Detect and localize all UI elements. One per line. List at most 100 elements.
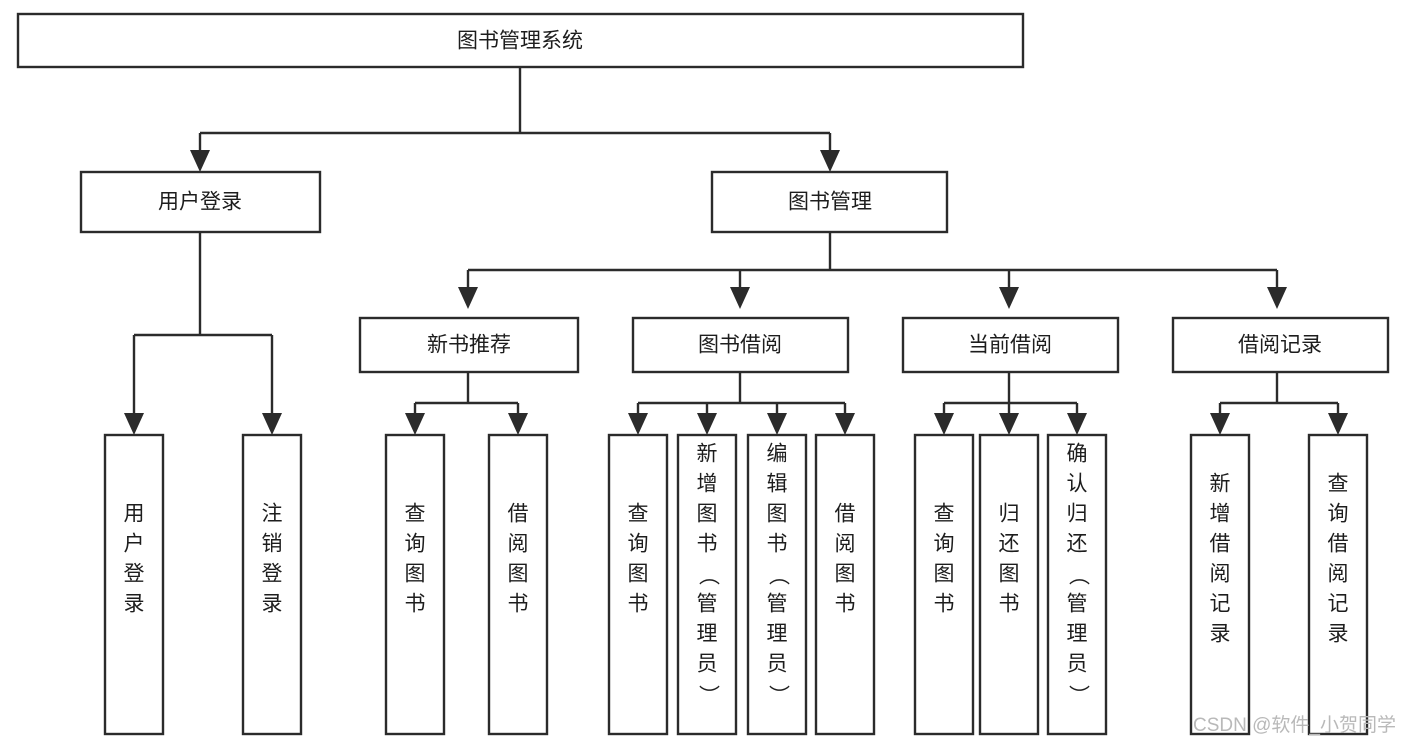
node-label-char: ） bbox=[766, 685, 789, 706]
node-label-char: 编 bbox=[767, 443, 788, 466]
node-label-char: 图 bbox=[934, 563, 955, 586]
node-label-char: 阅 bbox=[508, 533, 529, 556]
node-new-book-recommend[interactable]: 新书推荐 bbox=[358, 316, 580, 374]
node-label-char: 理 bbox=[1067, 623, 1088, 646]
node-label: 图书管理 bbox=[788, 191, 872, 214]
arrow-icon-currentborrow-leaf-3 bbox=[1067, 413, 1087, 435]
node-label-char: 阅 bbox=[1328, 563, 1349, 586]
node-box bbox=[913, 433, 975, 736]
node-box bbox=[676, 433, 738, 736]
arrow-icon-currentborrow-leaf-2 bbox=[999, 413, 1019, 435]
node-book-management[interactable]: 图书管理 bbox=[710, 170, 949, 234]
node-current-borrow[interactable]: 当前借阅 bbox=[901, 316, 1120, 374]
node-label-char: ） bbox=[1066, 685, 1089, 706]
arrow-icon-bookborrow-leaf-2 bbox=[697, 413, 717, 435]
arrow-icon-bookborrow-leaf-4 bbox=[835, 413, 855, 435]
node-label-char: 增 bbox=[1210, 503, 1231, 526]
node-label-char: 询 bbox=[934, 533, 955, 556]
node-label-char: 图 bbox=[999, 563, 1020, 586]
node-label-vertical: 用户登录 bbox=[124, 503, 145, 616]
arrow-icon-borrowrecord-leaf-1 bbox=[1210, 413, 1230, 435]
node-box bbox=[1171, 316, 1390, 374]
arrow-icon-borrowrecord-leaf-2 bbox=[1328, 413, 1348, 435]
arrow-icon-newbook-leaf-1 bbox=[405, 413, 425, 435]
node-label-char: 员 bbox=[1067, 653, 1088, 676]
node-label-char: 销 bbox=[262, 533, 283, 556]
node-label-char: 录 bbox=[1210, 623, 1231, 646]
node-label-char: 员 bbox=[767, 653, 788, 676]
arrow-icon-currentborrow-leaf-1 bbox=[934, 413, 954, 435]
node-label-char: 认 bbox=[1067, 473, 1088, 496]
node-label-char: 书 bbox=[628, 593, 649, 616]
node-box bbox=[79, 170, 322, 234]
node-label-char: 管 bbox=[767, 593, 788, 616]
node-label-char: 查 bbox=[1328, 473, 1349, 496]
arrow-icon-to-user-login bbox=[190, 150, 210, 172]
arrow-icon-to-leaf-user-login bbox=[124, 413, 144, 435]
node-box bbox=[710, 170, 949, 234]
node-label-char: （ bbox=[766, 565, 789, 586]
node-label-char: 辑 bbox=[767, 473, 788, 496]
node-box bbox=[384, 433, 446, 736]
node-label: 图书管理系统 bbox=[457, 30, 583, 53]
node-label: 借阅记录 bbox=[1238, 334, 1322, 357]
node-root-book-management-system[interactable]: 图书管理系统 bbox=[16, 12, 1025, 69]
node-label-char: 图 bbox=[628, 563, 649, 586]
node-label-char: 员 bbox=[697, 653, 718, 676]
arrow-icon-newbook-leaf-2 bbox=[508, 413, 528, 435]
node-label-char: 还 bbox=[999, 533, 1020, 556]
arrow-icon-to-new-book-recommend bbox=[458, 287, 478, 309]
node-label-char: 登 bbox=[124, 563, 145, 586]
node-label-char: 图 bbox=[835, 563, 856, 586]
node-label-char: 查 bbox=[405, 503, 426, 526]
node-user-login[interactable]: 用户登录 bbox=[79, 170, 322, 234]
node-box bbox=[1189, 433, 1251, 736]
node-label-char: ） bbox=[696, 685, 719, 706]
node-label-char: 增 bbox=[697, 473, 718, 496]
node-label-char: 户 bbox=[124, 533, 145, 556]
arrow-icon-bookborrow-leaf-3 bbox=[767, 413, 787, 435]
node-label-char: 还 bbox=[1067, 533, 1088, 556]
node-label-char: 书 bbox=[999, 593, 1020, 616]
node-label-char: 借 bbox=[835, 503, 856, 526]
node-box bbox=[901, 316, 1120, 374]
node-label-char: 图 bbox=[767, 503, 788, 526]
node-box bbox=[746, 433, 808, 736]
node-box bbox=[978, 433, 1040, 736]
node-borrow-record[interactable]: 借阅记录 bbox=[1171, 316, 1390, 374]
node-label-char: 询 bbox=[628, 533, 649, 556]
connector-layer bbox=[132, 67, 1340, 413]
node-leaf-user-login[interactable]: 用户登录 bbox=[103, 433, 165, 736]
node-label-char: 书 bbox=[508, 593, 529, 616]
node-label-char: 记 bbox=[1328, 593, 1349, 616]
node-box bbox=[631, 316, 850, 374]
arrow-icon-to-current-borrow bbox=[999, 287, 1019, 309]
node-box bbox=[1046, 433, 1108, 736]
arrow-icon-to-book-manage bbox=[820, 150, 840, 172]
arrow-icon-bookborrow-leaf-1 bbox=[628, 413, 648, 435]
node-label-char: 理 bbox=[767, 623, 788, 646]
node-label-char: 阅 bbox=[1210, 563, 1231, 586]
node-label-char: 书 bbox=[835, 593, 856, 616]
node-book-borrow[interactable]: 图书借阅 bbox=[631, 316, 850, 374]
node-label-char: 新 bbox=[1210, 473, 1231, 496]
node-label-char: 归 bbox=[999, 503, 1020, 526]
